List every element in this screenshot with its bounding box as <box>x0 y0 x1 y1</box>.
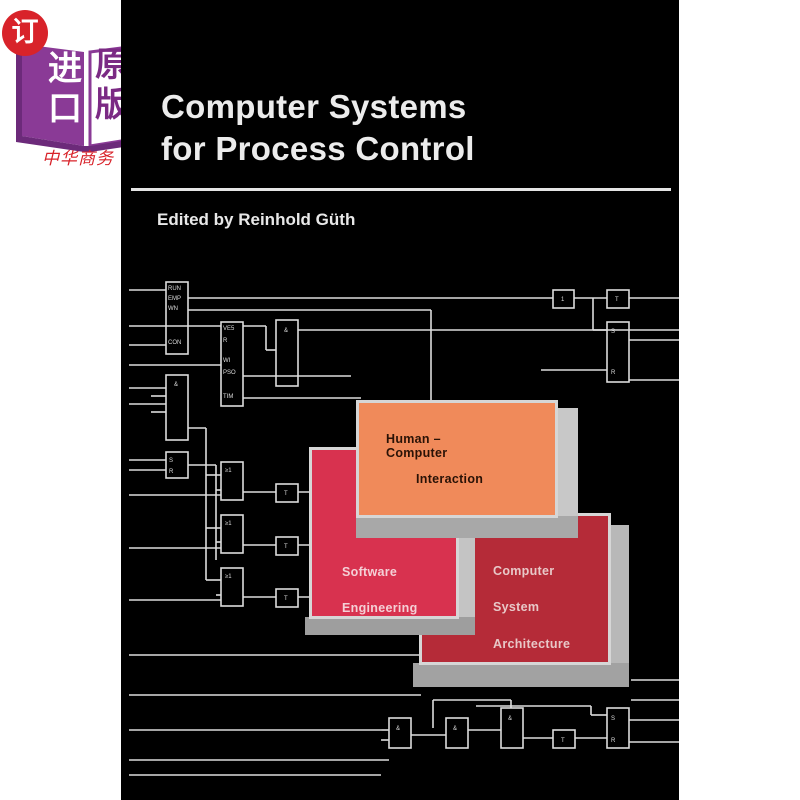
set-label-right: S <box>611 329 615 335</box>
timer-label-top: T <box>615 297 619 303</box>
book-cover: Computer Systems for Process Control Edi… <box>121 0 679 800</box>
csa-label-3: Architecture <box>493 637 571 651</box>
ff-mid-label-3: WI <box>223 358 231 364</box>
hc-label-2: Interaction <box>416 472 484 486</box>
and-gate-label: & <box>284 328 288 334</box>
reset-label-right: R <box>611 370 616 376</box>
timer-label-bottom: T <box>561 738 565 744</box>
and-gate-bottom-1: & <box>396 726 400 732</box>
title-divider <box>131 188 671 191</box>
set-label-left: S <box>169 458 173 464</box>
csa-label-2: System <box>493 600 540 614</box>
ff-left-label-1: RUN <box>168 286 181 292</box>
timer-label-2: T <box>284 544 288 550</box>
timer-label-1: T <box>284 491 288 497</box>
or-gate-label-2: ≥1 <box>225 521 232 527</box>
order-badge-icon: 订 <box>2 10 48 56</box>
csa-label-1: Computer <box>493 564 555 578</box>
and-gate-left-label: & <box>174 382 178 388</box>
reset-label-bottom: R <box>611 738 616 744</box>
ff-left-label-3: WN <box>168 306 178 312</box>
hc-label-1: Human – Computer <box>386 432 448 460</box>
circuit-diagram: RUN EMP WN CON VE5 R WI PSO TIM & & S R … <box>129 281 679 776</box>
se-label-1: Software <box>342 565 398 579</box>
and-gate-bottom-3: & <box>508 716 512 722</box>
editor-credit: Edited by Reinhold Güth <box>157 210 356 229</box>
set-label-bottom: S <box>611 716 615 722</box>
badge-subtitle: 中华商务 <box>42 149 114 169</box>
book-title: Computer Systems for Process Control <box>161 86 475 170</box>
reset-label-left: R <box>169 469 174 475</box>
or-gate-label-3: ≥1 <box>225 574 232 580</box>
ff-mid-label-2: R <box>223 338 228 344</box>
or-gate-label-1: ≥1 <box>225 468 232 474</box>
and-gate-bottom-2: & <box>453 726 457 732</box>
ff-mid-label-4: PSO <box>223 370 236 376</box>
badge-char-3: 口 <box>48 89 82 129</box>
title-line-1: Computer Systems <box>161 88 467 125</box>
inverter-label: 1 <box>561 297 565 303</box>
timer-label-3: T <box>284 596 288 602</box>
badge-char-1: 进 <box>48 49 82 89</box>
title-line-2: for Process Control <box>161 130 475 167</box>
ff-mid-label-1: VE5 <box>223 326 235 332</box>
ff-left-label-2: EMP <box>168 296 181 302</box>
se-label-2: Engineering <box>342 601 418 615</box>
ff-mid-label-5: TIM <box>223 394 233 400</box>
ff-left-label-4: CON <box>168 340 181 346</box>
